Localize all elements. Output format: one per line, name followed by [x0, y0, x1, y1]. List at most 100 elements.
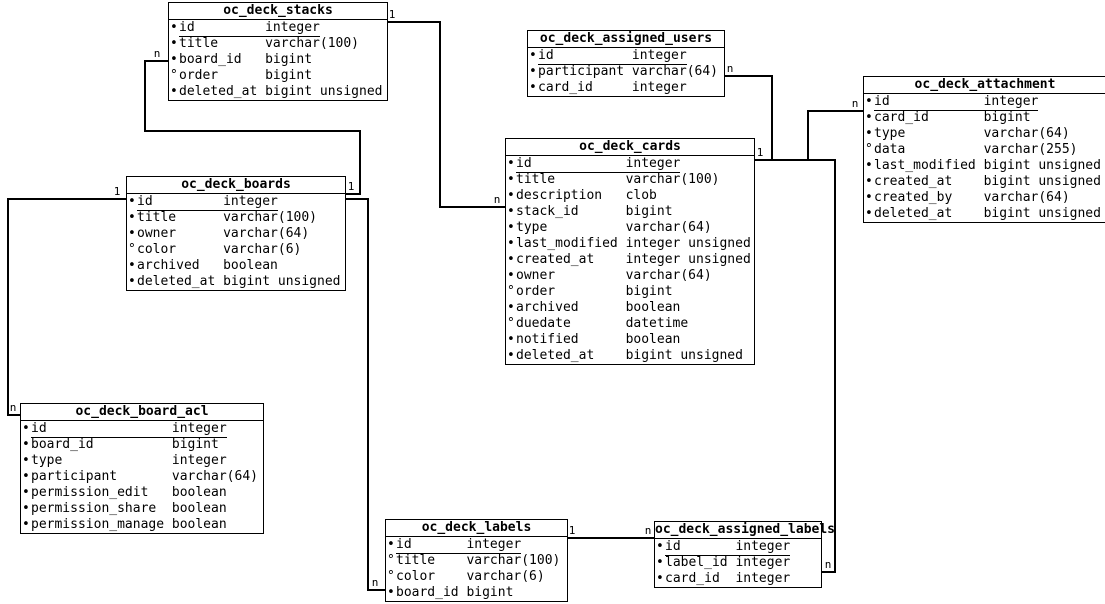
column-name: title	[396, 553, 436, 568]
column-type: bigint unsigned	[983, 206, 1101, 221]
column-name: archived	[137, 258, 200, 273]
required-dot-icon: •	[170, 20, 178, 35]
column-name: participant	[538, 64, 625, 79]
required-dot-icon: •	[387, 585, 395, 600]
column-text: title varchar(100)	[179, 36, 359, 52]
required-dot-icon: •	[22, 517, 30, 532]
required-dot-icon: •	[22, 469, 30, 484]
column-type: integer	[735, 555, 791, 570]
required-dot-icon: •	[865, 126, 873, 141]
column-name: id	[31, 421, 47, 436]
column-name: card_id	[538, 80, 593, 95]
required-dot-icon: •	[507, 172, 515, 187]
required-dot-icon: •	[507, 268, 515, 283]
column-type: integer	[983, 94, 1039, 109]
column-name: id	[516, 156, 532, 171]
required-dot-icon: •	[507, 156, 515, 171]
column-name: card_id	[874, 110, 929, 125]
column-type: bigint unsigned	[983, 174, 1101, 189]
required-dot-icon: •	[22, 437, 30, 452]
entity-title: oc_deck_assigned_users	[528, 31, 724, 48]
column-type: boolean	[171, 485, 227, 500]
column-name: title	[179, 36, 219, 51]
nullable-dot-icon: °	[128, 242, 136, 257]
column-name: deleted_at	[179, 84, 258, 99]
required-dot-icon: •	[865, 94, 873, 109]
relationship-line-oc_deck_cards-oc_deck_assigned_labels	[753, 159, 836, 573]
column-type: varchar(100)	[265, 36, 359, 51]
entity-title: oc_deck_board_acl	[21, 404, 263, 421]
required-dot-icon: •	[507, 220, 515, 235]
column-name: id	[874, 94, 890, 109]
required-dot-icon: •	[128, 274, 136, 289]
relationship-line-oc_deck_stacks-oc_deck_cards	[386, 21, 505, 208]
nullable-dot-icon: °	[387, 553, 395, 568]
entity-title: oc_deck_labels	[386, 520, 567, 537]
column-type: varchar(64)	[171, 469, 258, 484]
entity-title: oc_deck_stacks	[169, 3, 387, 20]
required-dot-icon: •	[128, 226, 136, 241]
relationship-line-oc_deck_boards-oc_deck_labels	[344, 198, 385, 591]
column-name: duedate	[516, 316, 571, 331]
required-dot-icon: •	[22, 453, 30, 468]
required-dot-icon: •	[507, 252, 515, 267]
column-name: id	[137, 194, 153, 209]
nullable-dot-icon: °	[507, 284, 515, 299]
column-type: varchar(100)	[223, 210, 317, 225]
column-name: description	[516, 188, 603, 203]
column-text: archived boolean	[137, 258, 278, 274]
cardinality-label: n	[494, 193, 501, 206]
required-dot-icon: •	[507, 332, 515, 347]
column-type: bigint unsigned	[625, 348, 743, 363]
cardinality-label: n	[852, 97, 859, 110]
relationship-line-oc_deck_boards-oc_deck_stacks	[144, 60, 361, 195]
cardinality-label: n	[372, 576, 379, 589]
required-dot-icon: •	[128, 194, 136, 209]
column-type: bigint unsigned	[223, 274, 341, 289]
column-type: integer	[735, 571, 791, 586]
column-name: color	[396, 569, 436, 584]
column-type: bigint unsigned	[265, 84, 383, 99]
required-dot-icon: •	[865, 206, 873, 221]
column-name: board_id	[396, 585, 459, 600]
column-name: owner	[516, 268, 556, 283]
column-type: boolean	[625, 332, 681, 347]
column-type: boolean	[223, 258, 278, 273]
required-dot-icon: •	[865, 158, 873, 173]
cardinality-label: 1	[114, 185, 121, 198]
cardinality-label: 1	[569, 524, 576, 537]
